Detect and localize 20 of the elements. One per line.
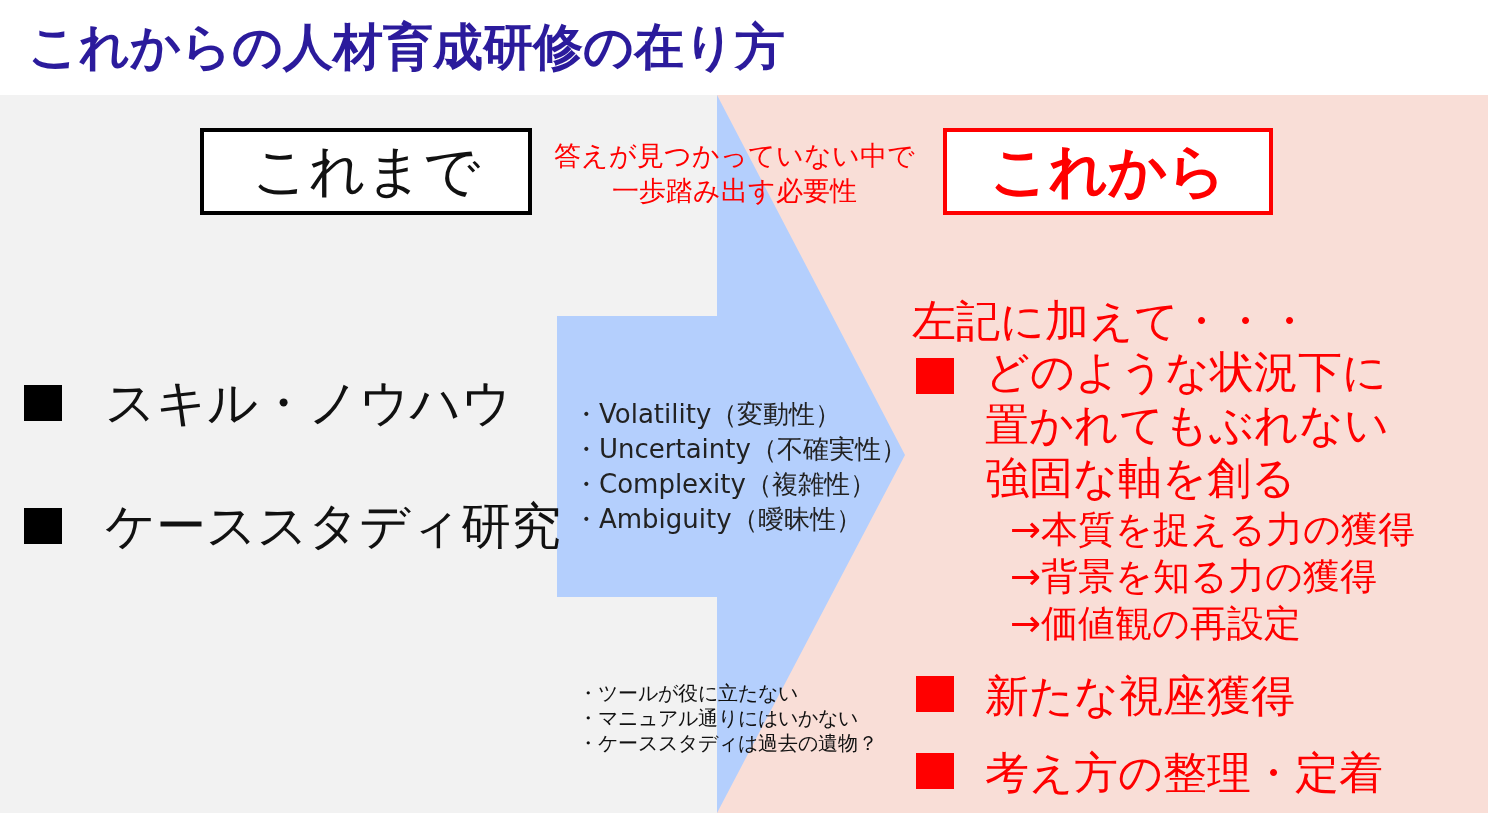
note-text: ・マニュアル通りにはいかない — [578, 705, 858, 732]
vuca-item: ・Ambiguity（曖昧性） — [573, 503, 862, 536]
lead-text: 左記に加えて・・・ — [912, 294, 1311, 348]
vuca-item: ・Uncertainty（不確実性） — [573, 433, 907, 466]
heading-box: これから — [943, 128, 1273, 215]
vuca-item: ・Complexity（複雑性） — [573, 468, 876, 501]
sub-item: →背景を知る力の獲得 — [1010, 554, 1377, 600]
sub-item: →価値観の再設定 — [1010, 601, 1301, 647]
list-item: ケーススタディ研究 — [105, 496, 561, 557]
vuca-item: ・Volatility（変動性） — [573, 398, 842, 431]
title: これからの人材育成研修の在り方 — [28, 17, 785, 78]
note-text: ・ケーススタディは過去の遺物？ — [578, 730, 878, 757]
note-text: ・ツールが役に立たない — [578, 680, 798, 707]
list-item: スキル・ノウハウ — [105, 373, 512, 434]
heading-box: これまで — [200, 128, 532, 215]
list-item: 新たな視座獲得 — [985, 669, 1295, 723]
sub-item: →本質を捉える力の獲得 — [1010, 507, 1415, 553]
list-item: 考え方の整理・定着 — [985, 746, 1383, 800]
note-text: 答えが見つかっていない中で一歩踏み出す必要性 — [552, 139, 916, 208]
list-item: どのような状況下に置かれてもぶれない強固な軸を創る — [985, 345, 1390, 504]
